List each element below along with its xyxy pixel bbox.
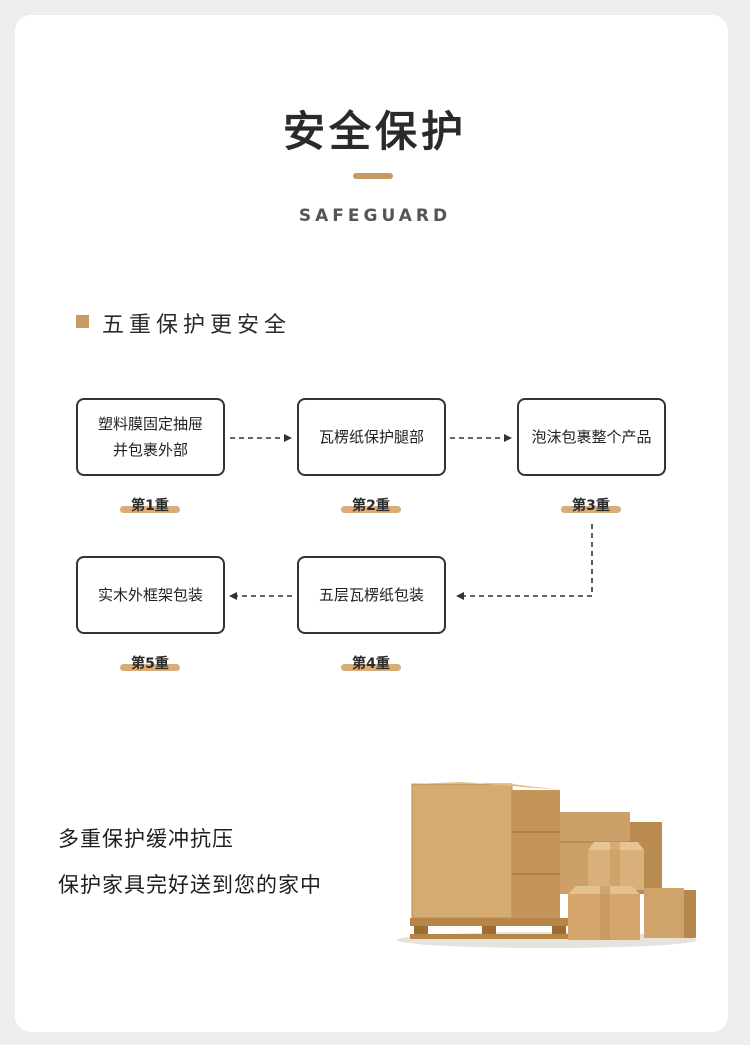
tag-underline: [120, 506, 180, 513]
title-accent-bar: [353, 173, 393, 179]
step-4-tag: 第4重: [341, 653, 401, 673]
step-3-tag-label: 第3重: [572, 498, 610, 514]
bottom-text-line-1: 多重保护缓冲抗压: [58, 827, 234, 851]
page-title: 安全保护: [282, 107, 467, 156]
step-5-box: 实木外框架包装: [76, 556, 225, 634]
cardboard-boxes-illustration: [397, 782, 697, 948]
bottom-text-line-2: 保护家具完好送到您的家中: [58, 873, 322, 897]
step-1-text-line-2: 并包裹外部: [112, 441, 188, 459]
step-1-box: 塑料膜固定抽屉 并包裹外部: [76, 398, 225, 476]
tag-underline: [341, 664, 401, 671]
step-5-tag: 第5重: [120, 653, 180, 673]
step-1-tag: 第1重: [120, 495, 180, 515]
step-4-box: 五层瓦楞纸包装: [297, 556, 446, 634]
step-4-tag-label: 第4重: [352, 656, 390, 672]
step-1-text-line-1: 塑料膜固定抽屉: [97, 415, 203, 433]
step-2-text: 瓦楞纸保护腿部: [318, 428, 424, 446]
tag-underline: [120, 664, 180, 671]
step-5-text: 实木外框架包装: [97, 586, 203, 604]
step-3-box: 泡沫包裹整个产品: [517, 398, 666, 476]
step-5-tag-label: 第5重: [131, 656, 169, 672]
step-4-text: 五层瓦楞纸包装: [318, 586, 424, 604]
step-2-tag-label: 第2重: [352, 498, 390, 514]
tag-underline: [561, 506, 621, 513]
step-1-tag-label: 第1重: [131, 498, 169, 514]
section-heading: 五重保护更安全: [102, 313, 292, 338]
step-2-tag: 第2重: [341, 495, 401, 515]
step-2-box: 瓦楞纸保护腿部: [297, 398, 446, 476]
step-3-text: 泡沫包裹整个产品: [531, 428, 652, 446]
page-subtitle: SAFEGUARD: [298, 206, 452, 226]
tag-underline: [341, 506, 401, 513]
section-bullet-icon: [76, 315, 89, 328]
step-3-tag: 第3重: [561, 495, 621, 515]
